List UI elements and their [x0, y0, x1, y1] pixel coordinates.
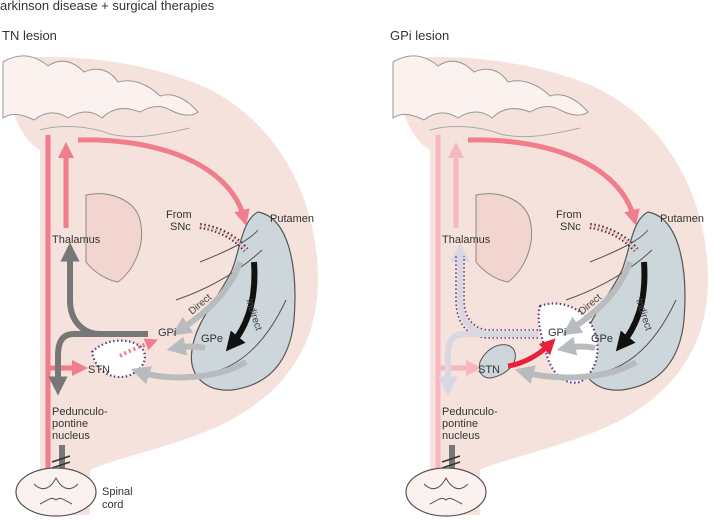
label-gpe: GPe — [201, 333, 223, 345]
label-ppn-1: Pedunculo- — [442, 406, 498, 418]
gpi-ppn-arrow-lesioned — [438, 331, 538, 396]
panel-title-left: TN lesion — [2, 28, 57, 43]
label-stn: STN — [88, 364, 110, 376]
label-spinal: Spinal — [102, 486, 133, 498]
cortex-lower-edge — [39, 126, 191, 138]
thalamus-region — [85, 193, 142, 283]
label-ppn-2: pontine — [442, 418, 478, 430]
panel-title-right: GPi lesion — [390, 28, 450, 43]
label-putamen: Putamen — [660, 213, 704, 225]
label-ppn-3: nucleus — [52, 430, 90, 442]
label-stn: STN — [478, 364, 500, 376]
label-gpi: GPi — [548, 327, 566, 339]
ppn-spinal-break — [441, 455, 461, 469]
ppn-spinal-break — [51, 455, 71, 469]
gpi-ppn-arrow — [48, 331, 148, 396]
spinal-cord — [405, 467, 487, 517]
putamen — [580, 211, 686, 391]
gpi-thalamus-arrow-outline — [455, 256, 538, 339]
label-ppn-2: pontine — [52, 418, 88, 430]
thalamus-region — [475, 193, 532, 283]
putamen-inner-2 — [175, 249, 263, 301]
label-ppn-3: nucleus — [442, 430, 480, 442]
spinal-cord-grey-matter — [33, 476, 79, 505]
putamen — [190, 211, 296, 391]
brain-background — [3, 57, 318, 516]
label-gpe: GPe — [591, 333, 613, 345]
label-thalamus: Thalamus — [52, 234, 101, 246]
indirect-pathway-arrow — [225, 261, 258, 352]
spinal-cord — [15, 467, 97, 517]
panel-left: From SNc Putamen Thalamus Direct Indirec… — [2, 55, 318, 517]
indirect-pathway-arrow — [615, 261, 648, 352]
cortex-gyri — [2, 55, 199, 121]
gpe-gpi-arrow — [556, 336, 596, 356]
putamen-inner-1 — [199, 229, 259, 263]
direct-pathway-arrow — [562, 260, 633, 336]
spinal-cord-grey-matter — [423, 476, 469, 505]
label-thalamus: Thalamus — [442, 234, 491, 246]
brain-background — [393, 57, 708, 516]
gpe-stn-arrow — [130, 359, 248, 385]
panel-right: From SNc Putamen Thalamus Direct Indirec… — [392, 55, 708, 517]
cortex-gyri — [392, 55, 589, 121]
label-from: From — [556, 209, 582, 221]
snc-input-inner — [199, 224, 247, 251]
label-gpi: GPi — [158, 327, 176, 339]
label-ppn-1: Pedunculo- — [52, 406, 108, 418]
label-putamen: Putamen — [270, 213, 314, 225]
figure-title: arkinson disease + surgical therapies — [0, 0, 215, 13]
label-from: From — [166, 209, 192, 221]
label-snc: SNc — [170, 221, 191, 233]
putamen-inner-3 — [213, 299, 287, 373]
label-cord: cord — [102, 499, 123, 511]
cortex-lower-edge — [429, 126, 581, 138]
gpe-stn-arrow — [514, 359, 638, 384]
direct-pathway-arrow — [172, 260, 243, 336]
label-snc: SNc — [560, 221, 581, 233]
cortex-putamen-arrow — [467, 137, 640, 226]
snc-input-inner — [589, 224, 637, 251]
stn-gpi-arrow — [507, 338, 556, 369]
cortex-putamen-arrow — [77, 137, 250, 226]
putamen-inner-2 — [565, 249, 653, 301]
gpe-gpi-arrow — [166, 336, 206, 356]
putamen-inner-1 — [589, 229, 649, 263]
